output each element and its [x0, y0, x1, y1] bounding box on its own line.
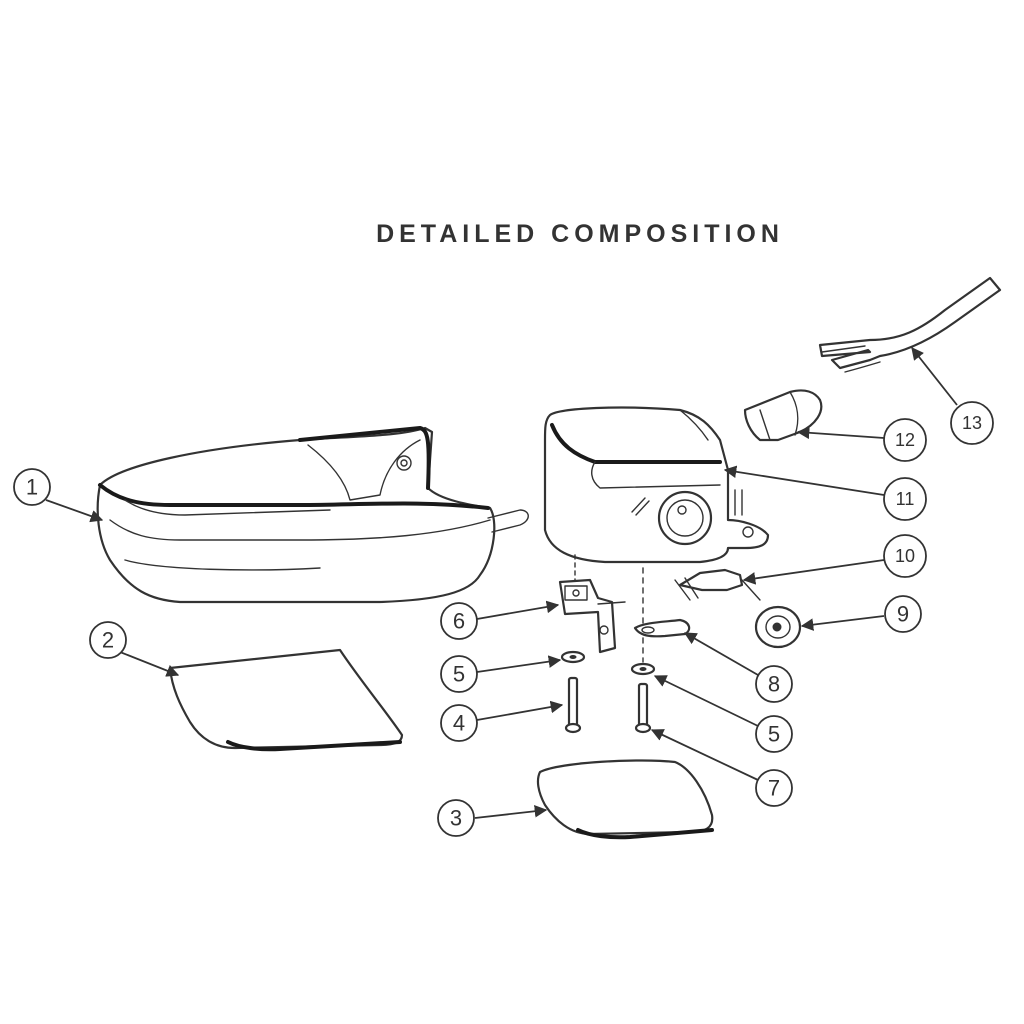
callout-label: 5	[453, 662, 465, 687]
callout-label: 5	[768, 722, 780, 747]
callout-5-left: 5	[440, 655, 562, 693]
part-clip	[633, 618, 691, 638]
callout-9: 9	[800, 595, 922, 633]
part-armrest-cover	[96, 426, 529, 604]
callout-label: 9	[897, 602, 909, 627]
callout-1: 1	[13, 468, 104, 523]
callout-label: 10	[895, 546, 915, 566]
callout-7: 7	[650, 729, 793, 807]
callout-10: 10	[742, 534, 927, 585]
diagram-title: DETAILED COMPOSITION	[376, 220, 784, 248]
part-pin	[674, 568, 761, 601]
part-base-pad-small	[536, 759, 714, 840]
callout-label: 12	[895, 430, 915, 450]
part-housing	[543, 406, 770, 564]
part-washer-left	[560, 650, 586, 664]
callout-11: 11	[723, 465, 927, 521]
callout-label: 13	[962, 413, 982, 433]
callout-13: 13	[911, 347, 994, 445]
callout-label: 8	[768, 672, 780, 697]
callout-label: 2	[102, 628, 114, 653]
part-pipe	[818, 276, 1002, 373]
part-base-pad-large	[168, 648, 404, 752]
part-washer-right	[630, 662, 656, 676]
callout-label: 7	[768, 776, 780, 801]
callout-3: 3	[437, 799, 548, 837]
callout-12: 12	[796, 418, 927, 462]
part-knob	[754, 605, 802, 649]
callout-5-right: 5	[653, 675, 793, 753]
callout-label: 4	[453, 711, 465, 736]
part-screw-7	[634, 567, 652, 734]
callout-8: 8	[683, 632, 793, 703]
callout-label: 11	[896, 489, 915, 509]
part-screw-4	[564, 676, 582, 734]
callout-label: 3	[450, 806, 462, 831]
callout-2: 2	[89, 621, 180, 677]
callout-6: 6	[440, 600, 560, 640]
callout-label: 6	[453, 609, 465, 634]
part-hinge-bracket	[558, 554, 626, 654]
callout-4: 4	[440, 700, 564, 742]
callout-label: 1	[26, 475, 38, 500]
